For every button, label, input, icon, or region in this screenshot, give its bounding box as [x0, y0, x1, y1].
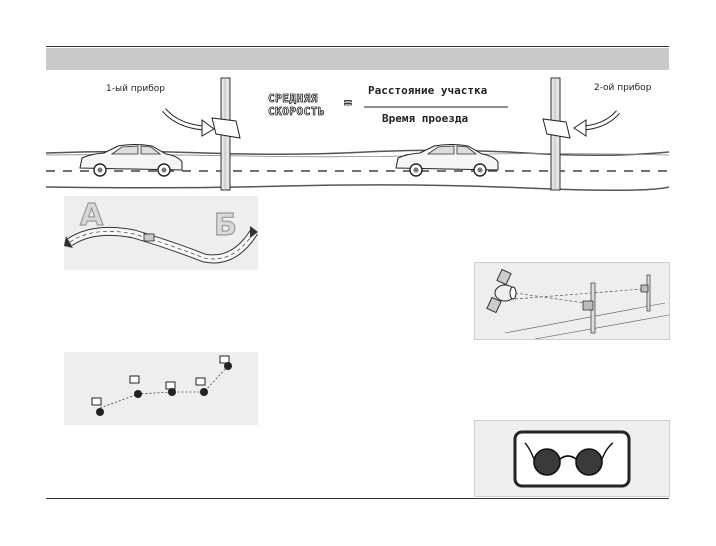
- road-scene: [45, 77, 670, 192]
- camera-pole-icon: [582, 282, 596, 334]
- camera-icon: [219, 355, 232, 370]
- device-2-label: 2-ой прибор: [594, 83, 652, 93]
- device-1-label: 1-ый прибор: [106, 84, 166, 94]
- camera-icon: [165, 381, 176, 396]
- section-cameras-panel: [64, 352, 258, 425]
- equals-sign: =: [344, 96, 353, 112]
- route-ribbon: [64, 226, 258, 264]
- camera-pole-icon: [640, 274, 651, 312]
- car-icon: [395, 144, 499, 177]
- avg-speed-term: СРЕДНЯЯ СКОРОСТЬ: [268, 92, 325, 119]
- camera-icon: [195, 377, 208, 396]
- satellite-icon: [486, 268, 517, 314]
- top-rule: [46, 46, 669, 47]
- satellite-scene: [486, 268, 670, 340]
- bottom-rule: [46, 498, 669, 499]
- route-a-b-panel: А Б: [64, 196, 258, 270]
- avg-speed-line-1: СРЕДНЯЯ: [268, 92, 318, 106]
- header-banner: [46, 48, 669, 70]
- car-icon: [143, 233, 155, 242]
- speed-formula-illustration: 1-ый прибор 2-ой прибор СРЕДНЯЯ СКОРОСТЬ…: [45, 76, 670, 194]
- glasses-sign: [513, 430, 631, 488]
- car-icon: [79, 144, 183, 177]
- camera-icon: [91, 397, 104, 416]
- camera-pole-icon: [211, 77, 241, 191]
- glasses-icon: [524, 442, 614, 476]
- point-b-label: Б: [213, 207, 237, 243]
- arrow-icon: [162, 108, 215, 137]
- formula-denominator: Время проезда: [382, 112, 469, 125]
- camera-icon: [129, 375, 142, 398]
- formula-numerator: Расстояние участка: [368, 84, 488, 97]
- glasses-panel: [474, 420, 670, 497]
- arrow-icon: [573, 110, 620, 137]
- camera-pole-icon: [542, 77, 571, 191]
- satellite-panel: [474, 262, 670, 340]
- avg-speed-line-2: СКОРОСТЬ: [268, 105, 325, 119]
- camera-chain: [91, 355, 232, 416]
